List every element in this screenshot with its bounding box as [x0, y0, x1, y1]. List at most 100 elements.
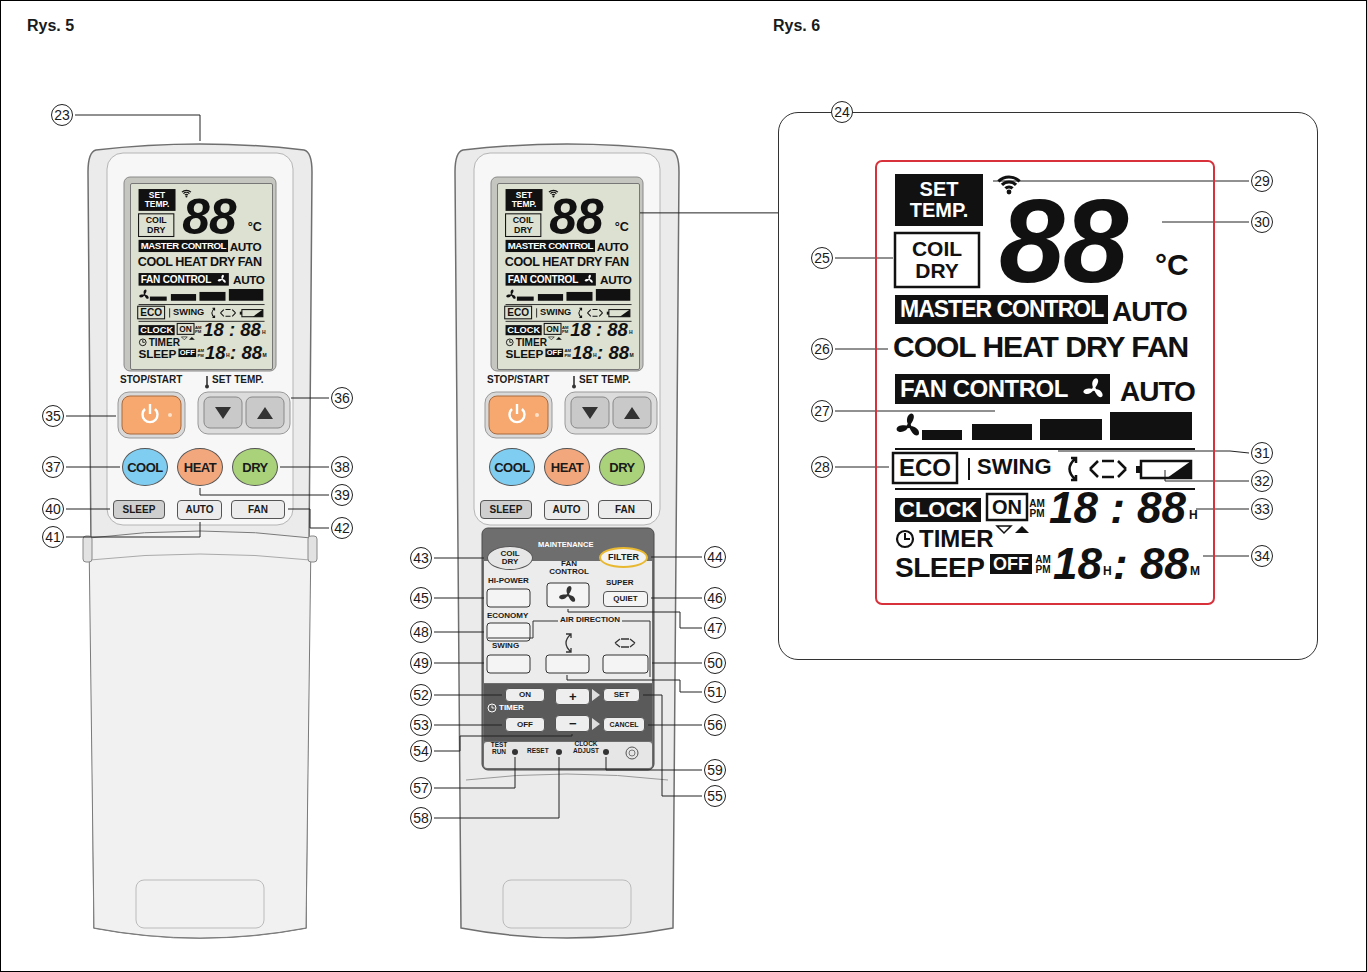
lcd-text: 18: [572, 344, 593, 362]
panel-label: ECONOMY: [487, 612, 528, 620]
outlined-field: [139, 214, 174, 237]
lcd-text: FAN CONTROL: [506, 273, 596, 286]
lcd-display: SET TEMP.COIL DRY88°CMASTER CONTROLAUTOC…: [875, 160, 1215, 605]
timer-triangle: [189, 337, 195, 340]
inverse-field: [139, 325, 175, 335]
lcd-text: ECO: [506, 307, 531, 318]
clock-icon: [510, 340, 512, 343]
lcd-text: SET TEMP.: [895, 174, 983, 226]
lcd-text: M: [262, 353, 266, 358]
callout-number: 48: [410, 621, 432, 643]
remote-left: [88, 144, 312, 938]
callout-number: 27: [811, 400, 833, 422]
callout-number: 55: [704, 785, 726, 807]
lcd-text: H: [226, 353, 230, 358]
leader-line: [434, 632, 484, 633]
leader-line: [66, 467, 120, 468]
panel-label: CLOCK ADJUST: [569, 741, 603, 754]
vertical-swing-icon: [1070, 458, 1077, 480]
clock-icon: [506, 339, 513, 346]
swing-button: [487, 655, 530, 673]
lcd-text: ECO: [895, 455, 955, 481]
clock-icon: [143, 340, 145, 343]
leader-line: [434, 695, 502, 696]
lcd-text: MASTER CONTROL: [139, 240, 229, 252]
lcd-text: SWING: [977, 456, 1052, 478]
callout-number: 56: [704, 714, 726, 736]
remote-button: AUTO: [544, 500, 589, 520]
connector-line: [640, 212, 778, 213]
callout-number: 42: [331, 517, 353, 539]
inverse-field: [895, 374, 1110, 404]
lcd-text: 18 : 88: [570, 320, 628, 338]
figure-label: Rys. 5: [27, 18, 74, 34]
panel-label: STOP/START: [487, 375, 549, 385]
callout-number: 23: [51, 104, 73, 126]
lcd-text: COIL DRY: [506, 215, 540, 236]
outlined-field: [987, 494, 1027, 520]
callout-number: 32: [1251, 470, 1273, 492]
leader-line: [1203, 556, 1249, 557]
timer-triangle: [548, 337, 554, 340]
callout-number: 29: [1251, 170, 1273, 192]
clock-icon: [139, 339, 146, 346]
cover-hinge: [308, 536, 317, 562]
lcd-text: H: [1103, 565, 1112, 577]
callout-number: 26: [811, 338, 833, 360]
lcd-text: 18 : 88: [1049, 486, 1186, 530]
inverse-field: [895, 174, 983, 226]
callout-number: 53: [410, 714, 432, 736]
fan-icon: [896, 413, 921, 436]
lcd-text: ON: [989, 496, 1025, 518]
callout-number: 51: [704, 681, 726, 703]
fan-speed-bar: [538, 294, 563, 301]
remote-button: SET: [603, 688, 640, 702]
remote-button: COIL DRY: [487, 546, 533, 570]
callout-number: 38: [331, 456, 353, 478]
lcd-text: ON: [178, 324, 193, 333]
battery-icon: [1141, 461, 1191, 478]
hi-power-button: [487, 589, 530, 607]
fan-speed-bar: [922, 430, 962, 440]
fan-icon: [506, 290, 517, 300]
lcd-text: AM PM: [197, 349, 204, 357]
inverse-field: [506, 325, 542, 335]
vertical-swing-icon: [579, 308, 582, 317]
pin-hole: [512, 749, 518, 755]
leader-line: [434, 757, 515, 788]
button-label: FAN: [248, 505, 268, 515]
timer-chevron: [592, 689, 600, 730]
lcd-text: MASTER CONTROL: [895, 295, 1108, 324]
lcd-text: SLEEP: [139, 349, 177, 361]
button-label: COOL: [127, 461, 163, 474]
callout-number: 41: [42, 526, 64, 548]
button-label: HEAT: [184, 461, 216, 474]
panel-label: SET TEMP.: [579, 375, 631, 385]
inverse-field: [178, 349, 196, 357]
fan-speed-bar: [517, 297, 534, 301]
leader-line: [434, 757, 559, 818]
callout-number: 50: [704, 652, 726, 674]
lcd-text: : 88: [230, 344, 262, 362]
lcd-text: SET TEMP.: [139, 189, 176, 211]
panel-label: STOP/START: [120, 375, 182, 385]
lcd-text: AUTO: [1120, 378, 1195, 406]
outlined-field: [177, 323, 194, 334]
outlined-field: [505, 306, 532, 319]
fan-icon: [584, 275, 593, 283]
leader-line: [835, 349, 888, 350]
battery-icon: [253, 310, 263, 317]
panel-label: SWING: [492, 642, 519, 650]
fan-icon: [217, 275, 226, 283]
battery-icon: [1136, 466, 1141, 473]
lcd-text: AM PM: [195, 326, 202, 334]
lcd-text: M: [629, 353, 633, 358]
leader-line: [1058, 451, 1249, 453]
leader-line: [66, 522, 200, 537]
leader-line: [606, 757, 702, 770]
zoom-frame: SET TEMP.COIL DRY88°CMASTER CONTROLAUTOC…: [778, 112, 1318, 660]
inverse-field: [545, 349, 563, 357]
timer-triangle: [181, 337, 187, 340]
button-panel: [482, 528, 654, 770]
lcd-text: : 88: [1113, 542, 1189, 586]
